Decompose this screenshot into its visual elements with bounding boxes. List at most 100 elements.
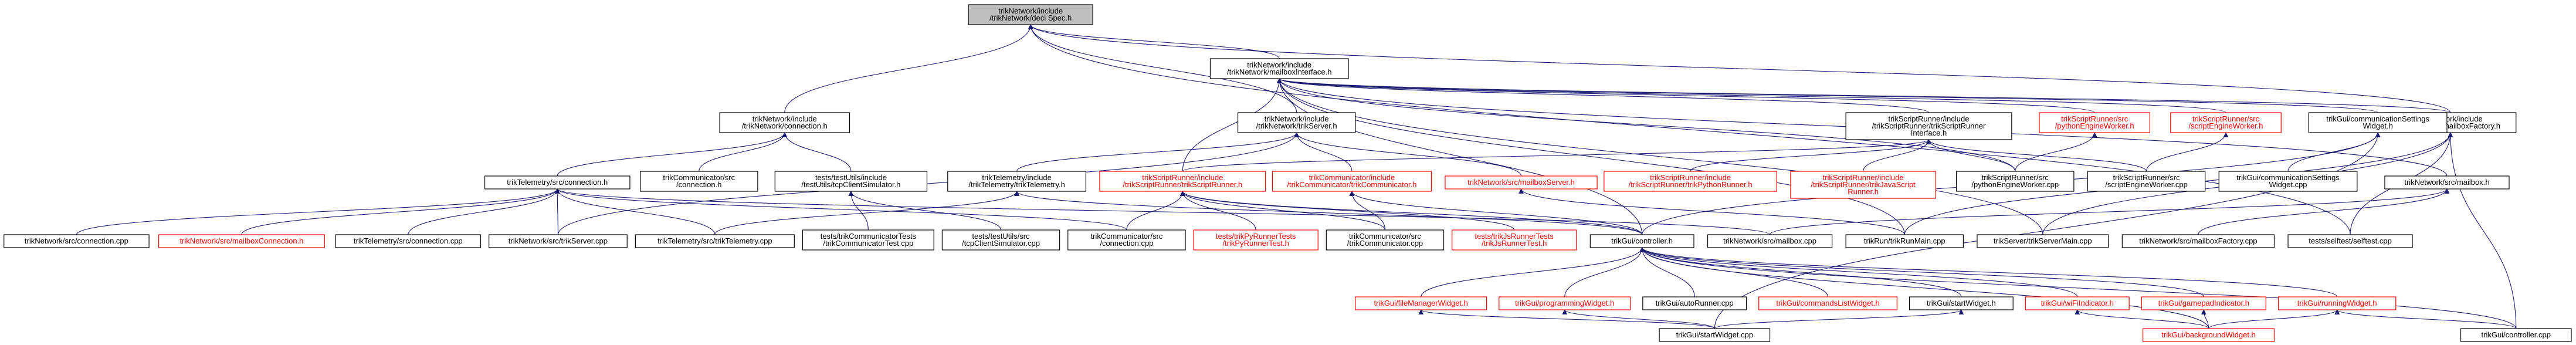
node-label: trikGui/runningWidget.h: [2297, 299, 2377, 307]
file-node-communicator-h[interactable]: trikCommunicator/include/trikCommunicato…: [1272, 171, 1432, 192]
file-node-selftest-cpp[interactable]: tests/selftest/selftest.cpp: [2287, 234, 2413, 248]
file-node-runningwidget-h[interactable]: trikGui/runningWidget.h: [2277, 296, 2397, 310]
file-node-telemetry-cpp[interactable]: trikTelemetry/src/trikTelemetry.cpp: [635, 234, 795, 248]
file-node-scriptrunner-h[interactable]: trikScriptRunner/include/trikScriptRunne…: [1099, 171, 1266, 192]
node-label: /tcpClientSimulator.cpp: [962, 239, 1040, 248]
file-node-scriptengine-cpp[interactable]: trikScriptRunner/src/scriptEngineWorker.…: [2087, 171, 2206, 192]
file-node-startwidget-cpp[interactable]: trikGui/startWidget.cpp: [1659, 328, 1771, 342]
node-label: trikCommunicator/src: [1349, 232, 1421, 241]
file-node-trikrunmain-cpp[interactable]: trikRun/trikRunMain.cpp: [1845, 234, 1964, 248]
include-edge: [1639, 247, 2204, 297]
node-label: /trikNetwork/decl Spec.h: [989, 13, 1072, 22]
node-label: trikTelemetry/src/trikTelemetry.cpp: [657, 236, 772, 245]
file-node-mailbox-h[interactable]: trikNetwork/src/mailbox.h: [2384, 175, 2510, 190]
node-label: /connection.cpp: [1100, 239, 1153, 248]
file-node-mailboxfactory-cpp[interactable]: trikNetwork/src/mailboxFactory.cpp: [2121, 234, 2275, 248]
file-node-commandslist-h[interactable]: trikGui/commandsListWidget.h: [1758, 296, 1897, 310]
file-node-wifiindicator-h[interactable]: trikGui/wiFiIndicator.h: [2025, 296, 2130, 310]
file-node-filemanager-h[interactable]: trikGui/fileManagerWidget.h: [1355, 296, 1487, 310]
node-label: trikNetwork/src/mailboxFactory.cpp: [2139, 236, 2257, 245]
node-label: trikScriptRunner/src: [1982, 173, 2049, 182]
file-node-pyrunner-h[interactable]: trikScriptRunner/include/trikScriptRunne…: [1604, 171, 1777, 192]
node-label: /trikScriptRunner/trikJavaScript: [1811, 180, 1916, 189]
include-edge: [1564, 247, 1645, 297]
node-label: Interface.h: [1911, 128, 1947, 137]
file-node-trikserver-h[interactable]: trikNetwork/include/trikNetwork/trikServ…: [1237, 112, 1356, 133]
include-edge: [1182, 139, 1931, 172]
node-label: trikNetwork/src/mailboxServer.h: [1467, 178, 1575, 187]
file-node-controller-h[interactable]: trikGui/controller.h: [1589, 234, 1694, 248]
node-label: trikTelemetry/include: [982, 173, 1052, 182]
file-node-controller-cpp[interactable]: trikGui/controller.cpp: [2460, 328, 2572, 342]
file-node-mailbox-cpp[interactable]: trikNetwork/src/mailbox.cpp: [1707, 234, 1833, 248]
node-label: trikGui/commandsListWidget.h: [1776, 299, 1879, 307]
node-box: [1499, 296, 1631, 310]
node-label: trikTelemetry/src/connection.cpp: [354, 236, 463, 245]
file-node-mailboxserver-h[interactable]: trikNetwork/src/mailboxServer.h: [1445, 175, 1598, 190]
include-edge: [2334, 309, 2517, 329]
include-edge: [1028, 24, 1297, 113]
file-node-conn-cpp[interactable]: trikNetwork/src/connection.cpp: [4, 234, 150, 248]
include-edge: [1276, 78, 1643, 235]
file-node-scriptrunneriface-h[interactable]: trikScriptRunner/include/trikScriptRunne…: [1845, 112, 2012, 140]
include-edge: [1349, 191, 1643, 235]
file-node-tconn-cpp[interactable]: trikTelemetry/src/connection.cpp: [335, 234, 482, 248]
file-node-mbconn-h[interactable]: trikNetwork/src/mailboxConnection.h: [158, 234, 325, 248]
node-box: [2218, 171, 2358, 192]
node-label: trikGui/backgroundWidget.h: [2161, 330, 2255, 339]
file-node-gamepadindicator-h[interactable]: trikGui/gamepadIndicator.h: [2141, 296, 2266, 310]
include-edge: [1028, 24, 2351, 235]
file-node-startwidget-h[interactable]: trikGui/startWidget.h: [1909, 296, 2014, 310]
include-edge: [1562, 309, 1715, 329]
file-node-comm-conn-cpp[interactable]: trikCommunicator/src/connection.cpp: [1067, 229, 1186, 251]
include-edge: [848, 191, 869, 231]
file-node-tcpclientsim-cpp[interactable]: tests/testUtils/src/tcpClientSimulator.c…: [941, 229, 1060, 251]
include-edge: [848, 191, 1002, 231]
file-node-commtest-cpp[interactable]: tests/trikCommunicatorTests/trikCommunic…: [802, 229, 934, 251]
node-box: [640, 171, 758, 192]
include-edge: [1277, 78, 2451, 113]
node-box: [2143, 328, 2275, 342]
include-edge: [557, 132, 788, 177]
node-label: trikScriptRunner/include: [1823, 173, 1904, 182]
file-node-pyrunnertest-h[interactable]: tests/trikPyRunnerTests/trikPyRunnerTest…: [1193, 229, 1318, 251]
node-box: [1193, 229, 1318, 251]
file-node-jsrunnertest-h[interactable]: tests/trikJsRunnerTests/trikJsRunnerTest…: [1452, 229, 1577, 251]
include-edge: [699, 132, 788, 172]
file-node-tcpclientsim-h[interactable]: tests/testUtils/include/testUtils/tcpCli…: [774, 171, 928, 192]
file-node-tconn-h[interactable]: trikTelemetry/src/connection.h: [484, 175, 631, 190]
include-edge: [2201, 309, 2209, 329]
file-node-backgroundwidget-h[interactable]: trikGui/backgroundWidget.h: [2143, 328, 2275, 342]
node-box: [2384, 175, 2510, 190]
include-edge: [554, 188, 560, 235]
file-node-communicator-cpp[interactable]: trikCommunicator/src/trikCommunicator.cp…: [1326, 229, 1445, 251]
node-box: [1099, 171, 1266, 192]
node-box: [802, 229, 934, 251]
node-label: /scriptEngineWorker.h: [2189, 121, 2263, 130]
node-box: [2170, 112, 2282, 133]
file-node-autorunner-cpp[interactable]: trikGui/autoRunner.cpp: [1642, 296, 1747, 310]
include-edge: [1349, 191, 1385, 231]
node-label: trikNetwork/src/mailboxConnection.h: [179, 236, 303, 245]
file-node-mbi[interactable]: trikNetwork/include/trikNetwork/mailboxI…: [1209, 58, 1349, 79]
file-node-jsrunner-h[interactable]: trikScriptRunner/include/trikScriptRunne…: [1790, 171, 1936, 199]
include-edge: [1276, 78, 1905, 235]
node-box: [1589, 234, 1694, 248]
node-label: trikScriptRunner/include: [1888, 114, 1969, 123]
file-node-telemetry-h[interactable]: trikTelemetry/include/trikTelemetry/trik…: [947, 171, 1086, 192]
node-label: trikNetwork/src/mailbox.h: [2404, 178, 2489, 187]
include-edge: [1276, 78, 2043, 235]
file-node-programming-h[interactable]: trikGui/programmingWidget.h: [1499, 296, 1631, 310]
file-node-conn-h[interactable]: trikNetwork/include/trikNetwork/connecti…: [719, 112, 850, 133]
node-label: trikGui/controller.h: [1611, 236, 1673, 245]
file-node-pythonengine-h[interactable]: trikScriptRunner/src/pythonEngineWorker.…: [2039, 112, 2151, 133]
file-node-comm-conn-h[interactable]: trikCommunicator/src/connection.h: [640, 171, 758, 192]
file-node-trikserver-cpp[interactable]: trikNetwork/src/trikServer.cpp: [489, 234, 628, 248]
file-node-trikservermain-cpp[interactable]: trikServer/trikServerMain.cpp: [1977, 234, 2109, 248]
file-node-scriptengine-h[interactable]: trikScriptRunner/src/scriptEngineWorker.…: [2170, 112, 2282, 133]
file-node-root[interactable]: trikNetwork/include/trikNetwork/decl Spe…: [968, 4, 1093, 25]
file-node-pythonengine-cpp[interactable]: trikScriptRunner/src/pythonEngineWorker.…: [1956, 171, 2075, 192]
node-box: [1707, 234, 1833, 248]
